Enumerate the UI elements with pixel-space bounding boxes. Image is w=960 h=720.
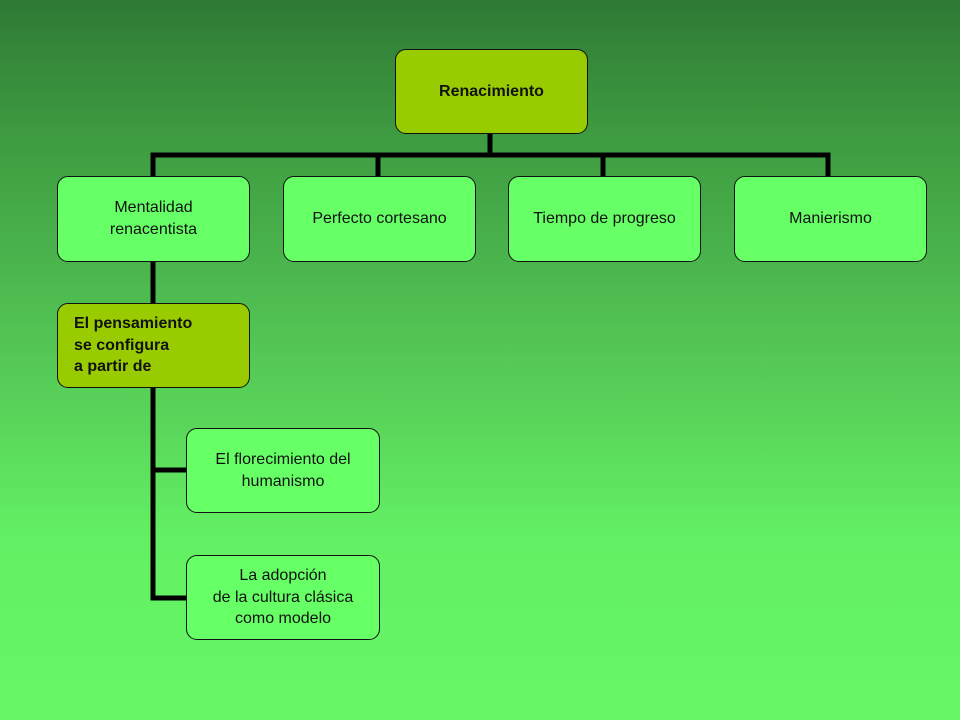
leaf-node-cultura-clasica: La adopción de la cultura clásica como m… (186, 555, 380, 640)
branch-node-cortesano: Perfecto cortesano (283, 176, 476, 262)
sub-node-pensamiento: El pensamiento se configura a partir de (57, 303, 250, 388)
leaf-node-label: La adopción de la cultura clásica como m… (212, 567, 354, 628)
branch-node-label: Perfecto cortesano (312, 210, 447, 228)
leaf-node-humanismo: El florecimiento del humanismo (186, 428, 380, 513)
branch-node-label: Mentalidad renacentista (109, 199, 198, 238)
branch-node-manierismo: Manierismo (734, 176, 927, 262)
leaf-node-label: El florecimiento del humanismo (215, 450, 351, 490)
branch-node-label: Manierismo (789, 210, 872, 228)
sub-node-label: El pensamiento se configura a partir de (74, 315, 193, 376)
branch-node-mentalidad: Mentalidad renacentista (57, 176, 250, 262)
root-node-label: Renacimiento (439, 82, 544, 100)
branch-node-label: Tiempo de progreso (533, 210, 676, 228)
branch-node-progreso: Tiempo de progreso (508, 176, 701, 262)
root-node: Renacimiento (395, 49, 588, 134)
